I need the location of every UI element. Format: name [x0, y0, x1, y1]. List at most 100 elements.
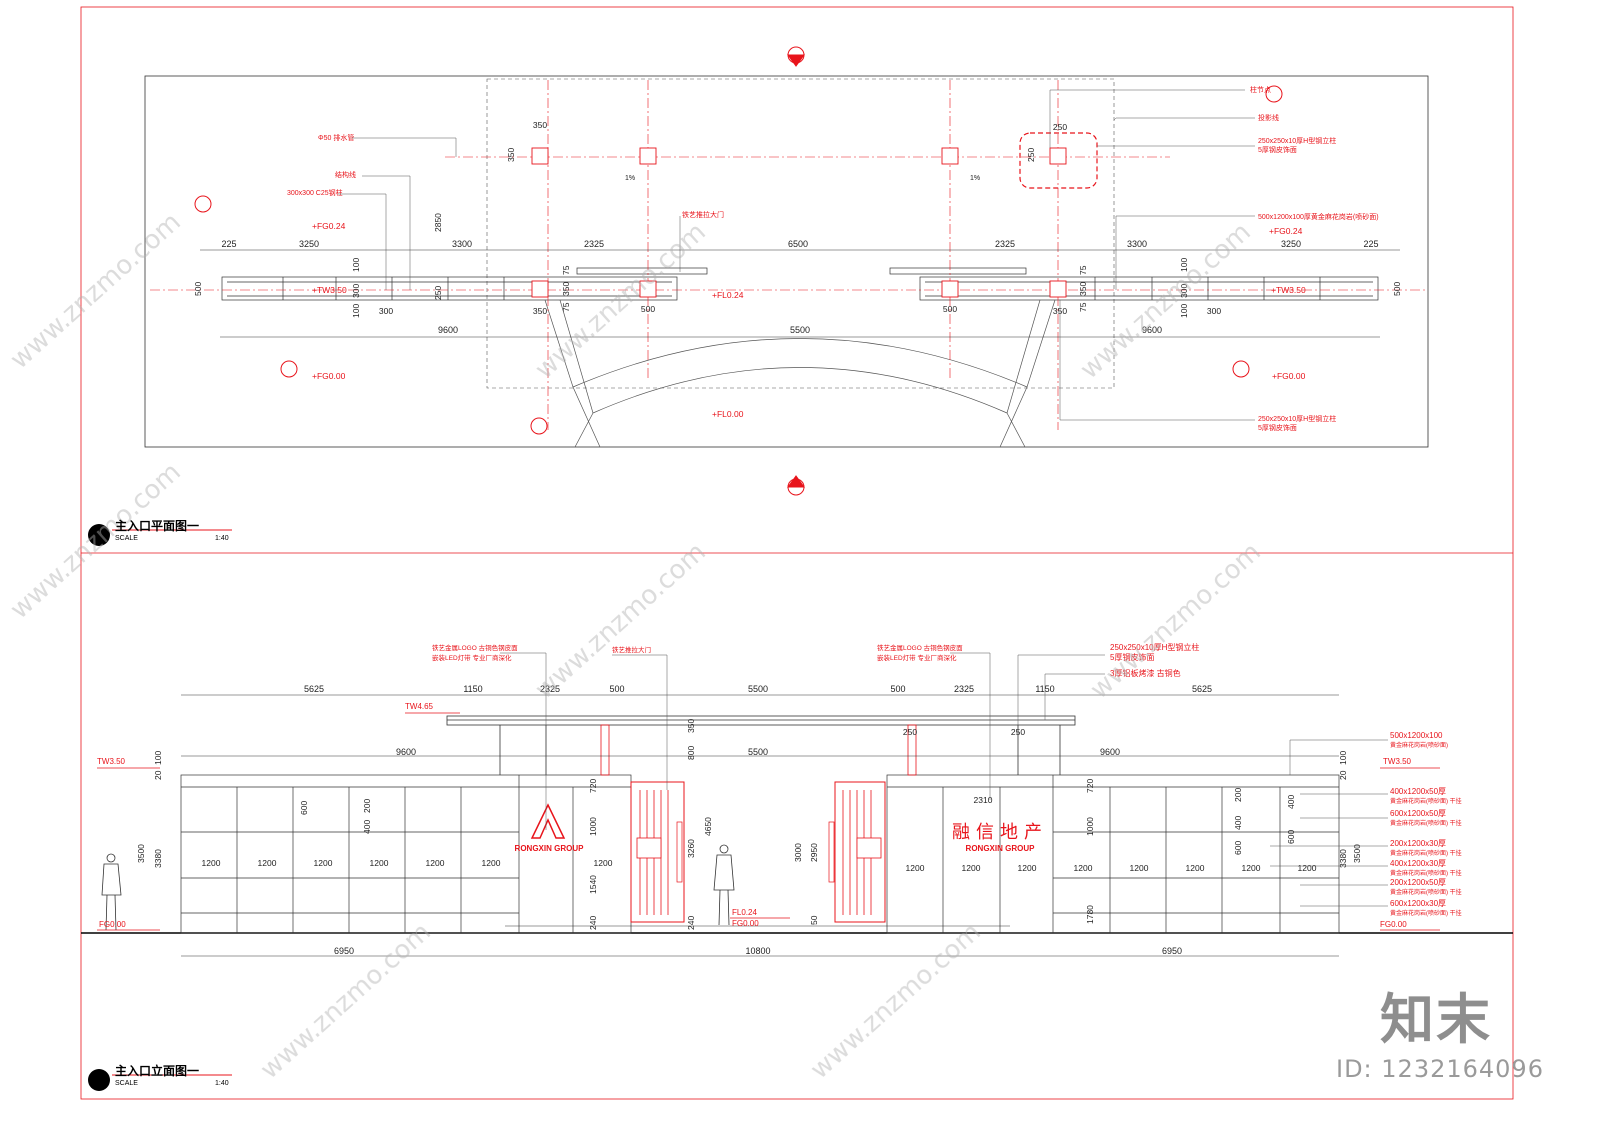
dim-250-l: 250 [903, 727, 917, 737]
plan-sub-75-c: 75 [1078, 265, 1088, 275]
elev-dim-3: 2325 [540, 684, 560, 694]
plan-sub-100-a: 100 [351, 258, 361, 272]
mat-4a: 200x1200x30厚 [1390, 839, 1446, 848]
panel-w-1: 1200 [202, 858, 221, 868]
plan-sub-250-v: 250 [1026, 148, 1036, 162]
plan-sub-300-l: 300 [379, 306, 393, 316]
plan-sub-75-b: 75 [561, 302, 571, 312]
dim-2310: 2310 [974, 795, 993, 805]
v-1780: 1780 [1085, 905, 1095, 924]
v-400-r2: 400 [1286, 795, 1296, 809]
plan-dim-3: 3300 [452, 239, 472, 249]
panel-w-5: 1200 [426, 858, 445, 868]
plan-dim-5: 6500 [788, 239, 808, 249]
plan-bottom-dim-3: 9600 [1142, 325, 1162, 335]
plan-dim-9: 225 [1363, 239, 1378, 249]
plan-section-markers [194, 46, 1283, 496]
v-350: 350 [686, 719, 696, 733]
elev-dim-7: 2325 [954, 684, 974, 694]
plan-sub-100-b: 100 [351, 304, 361, 318]
mat-7b: 黄金麻花岗岩(喷砂面) 干挂 [1390, 909, 1462, 917]
elevation-right-wall [886, 774, 1340, 934]
panel-w-10: 1200 [1018, 863, 1037, 873]
brand-en-right: RONGXIN GROUP [966, 844, 1036, 853]
plan-scale-label: SCALE [115, 535, 138, 542]
plan-level-tw-r: +TW3.50 [1271, 285, 1306, 295]
plan-sub-350-c: 350 [561, 282, 571, 296]
human-figure-left [101, 853, 122, 931]
elevation-title: 主入口立面图一 [115, 1064, 200, 1078]
plan-sub-500-l: 500 [641, 304, 655, 314]
v-1000-r: 1000 [1085, 817, 1095, 836]
plan-level-tw-l: +TW3.50 [312, 285, 347, 295]
elev-level-fg000-c: FG0.00 [732, 919, 759, 928]
panel-w-2: 1200 [258, 858, 277, 868]
mat-6a: 200x1200x50厚 [1390, 878, 1446, 887]
elevation-canopy [446, 715, 1076, 776]
mat-6b: 黄金麻花岗岩(喷砂面) 干挂 [1390, 888, 1462, 896]
v-200-l: 200 [362, 799, 372, 813]
elev-caption-group [88, 1069, 232, 1091]
v-3500-l: 3500 [136, 844, 146, 863]
wm-site-8: www.znzmo.com [805, 917, 987, 1085]
v-20-l: 20 [153, 770, 163, 780]
wm-site-2: www.znzmo.com [530, 217, 712, 385]
v-600-l: 600 [299, 801, 309, 815]
elev-second-dim-3: 9600 [1100, 747, 1120, 757]
v-100-r: 100 [1338, 751, 1348, 765]
plan-scale-value: 1:40 [215, 535, 229, 542]
mat-2a: 400x1200x50厚 [1390, 787, 1446, 796]
panel-w-6: 1200 [482, 858, 501, 868]
plan-boundary [144, 75, 1429, 448]
v-4650: 4650 [703, 817, 713, 836]
plan-wall [221, 267, 1379, 301]
plan-slope-l: 1% [625, 175, 635, 182]
plan-sub-100-d: 100 [1179, 304, 1189, 318]
v-400-l: 400 [362, 820, 372, 834]
elev-dim-9: 5625 [1192, 684, 1212, 694]
elev-note-led-r: 嵌装LED灯带 专业厂商深化 [877, 653, 957, 662]
mat-2b: 黄金麻花岗岩(喷砂面) 干挂 [1390, 797, 1462, 805]
plan-bottom-dim-1: 9600 [438, 325, 458, 335]
elev-dim-4: 500 [609, 684, 624, 694]
brand-logo-left: RONGXIN GROUP [515, 803, 585, 853]
human-figure-center [713, 844, 735, 926]
plan-view: 225 3250 3300 2325 6500 2325 3300 3250 2… [88, 46, 1429, 546]
plan-sub-75-a: 75 [561, 265, 571, 275]
watermark-logo: 知末 [1380, 988, 1492, 1051]
plan-sub-250-top: 250 [1053, 122, 1067, 132]
elev-note-logo-l: 铁艺金属LOGO 古铜色钢皮面 [432, 643, 518, 652]
v-3260: 3260 [686, 839, 696, 858]
v-600-r: 600 [1233, 841, 1243, 855]
elev-note-gate: 铁艺推拉大门 [612, 645, 651, 654]
elevation-gates [505, 781, 1010, 927]
plan-level-fg024-l: +FG0.24 [312, 221, 346, 231]
panel-w-9: 1200 [962, 863, 981, 873]
wm-site-4: www.znzmo.com [5, 457, 187, 625]
panel-w-3: 1200 [314, 858, 333, 868]
plan-sub-250-wall: 250 [433, 286, 443, 300]
elev-leaders [500, 652, 1388, 830]
elev-note-hsteel: 250x250x10厚H型钢立柱 [1110, 642, 1199, 652]
plan-sub-350-d: 350 [1078, 282, 1088, 296]
plan-sub-300-r: 300 [1207, 306, 1221, 316]
plan-sub-500-r: 500 [1392, 282, 1402, 296]
wm-site-5: www.znzmo.com [530, 537, 712, 705]
wm-site-3: www.znzmo.com [1075, 217, 1257, 385]
brand-en-left: RONGXIN GROUP [515, 844, 585, 853]
v-1000-l: 1000 [588, 817, 598, 836]
mat-5b: 黄金麻花岗岩(喷砂面) 干挂 [1390, 869, 1462, 877]
watermark-id: ID: 1232164096 [1336, 1055, 1544, 1083]
sheet-frame [80, 6, 1514, 1100]
plan-note-drain: Φ50 排水管 [318, 133, 354, 142]
panel-w-14: 1200 [1242, 863, 1261, 873]
plan-level-fg000-r: +FG0.00 [1272, 371, 1306, 381]
elevation-scale-value: 1:40 [215, 1080, 229, 1087]
v-240-c: 240 [686, 916, 696, 930]
plan-note-node: 柱节点 [1250, 85, 1271, 94]
wm-site-6: www.znzmo.com [1085, 537, 1267, 705]
plan-note-finish-1: 5厚钢皮饰面 [1258, 145, 1297, 154]
elev-bottom-dim-1: 6950 [334, 946, 354, 956]
v-3000: 3000 [793, 843, 803, 862]
v-200-r: 200 [1233, 788, 1243, 802]
